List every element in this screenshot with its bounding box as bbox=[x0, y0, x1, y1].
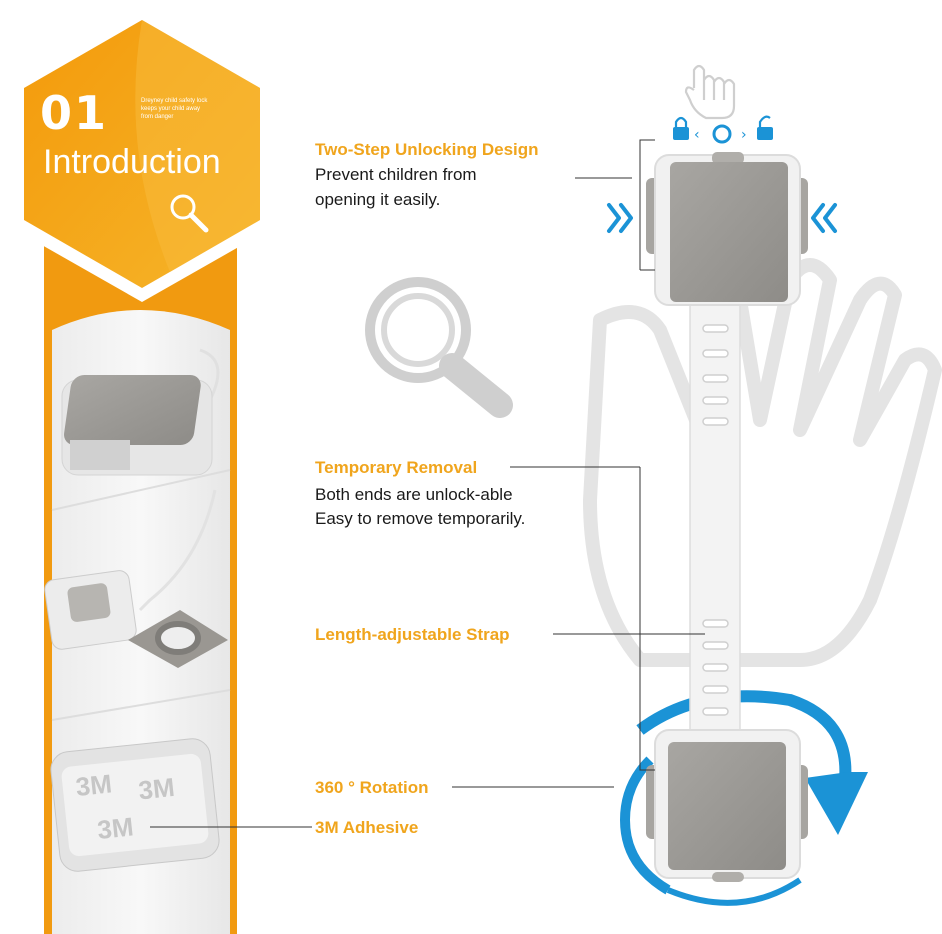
adhesive-print-3: 3M bbox=[96, 811, 135, 845]
chevron-right-icon bbox=[607, 203, 633, 233]
thumb-adhesive bbox=[50, 738, 220, 872]
feature-title-adhesive: 3M Adhesive bbox=[315, 818, 419, 837]
feature-text-unlocking-1: Prevent children from bbox=[315, 165, 477, 184]
lock-closed-icon bbox=[673, 116, 689, 140]
adhesive-print-2: 3M bbox=[137, 772, 176, 806]
top-lock bbox=[646, 152, 808, 306]
thumb-parts bbox=[44, 489, 228, 668]
magnifier-icon bbox=[365, 277, 513, 418]
arrow-right-icon: › bbox=[741, 127, 747, 143]
unlock-knob-icon bbox=[712, 124, 732, 144]
thumb-lock-body bbox=[61, 348, 220, 476]
feature-title-rotation: 360 ° Rotation bbox=[315, 778, 429, 797]
lock-open-icon bbox=[757, 115, 773, 140]
magnifier-icon bbox=[170, 194, 209, 233]
feature-text-removal-2: Easy to remove temporarily. bbox=[315, 509, 526, 528]
hand-outline-icon bbox=[583, 258, 942, 667]
feature-title-strap: Length-adjustable Strap bbox=[315, 625, 510, 644]
feature-title-removal: Temporary Removal bbox=[315, 458, 478, 477]
intro-title: Introduction bbox=[43, 143, 221, 181]
arrow-left-icon: ‹ bbox=[694, 127, 700, 143]
feature-text-unlocking-2: opening it easily. bbox=[315, 190, 441, 209]
hand-pointer-icon bbox=[684, 64, 736, 120]
rotation-arrow-icon bbox=[636, 690, 852, 781]
chevron-left-icon bbox=[811, 203, 837, 233]
leader-lines bbox=[150, 139, 705, 828]
bottom-lock bbox=[646, 729, 808, 882]
feature-title-unlocking: Two-Step Unlocking Design bbox=[315, 140, 539, 159]
feature-text-removal-1: Both ends are unlock-able bbox=[315, 485, 513, 504]
adhesive-print-1: 3M bbox=[74, 768, 113, 802]
intro-small-text: Dreyney child safety lock keeps your chi… bbox=[141, 98, 208, 120]
strap-holes bbox=[702, 324, 729, 716]
intro-number: 01 bbox=[40, 86, 109, 140]
